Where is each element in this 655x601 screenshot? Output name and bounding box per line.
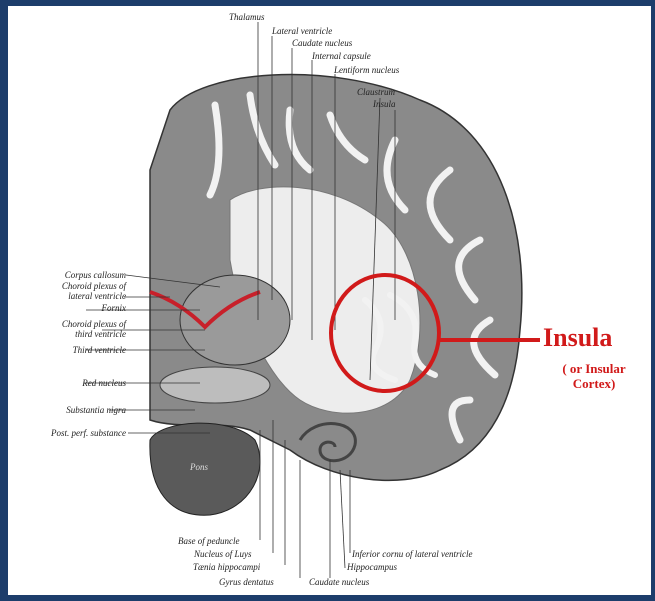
label-choroid-third-1: Choroid plexus of <box>20 319 126 329</box>
label-taenia-hippocampi: Tænia hippocampi <box>193 562 260 572</box>
insula-callout-title: Insula <box>543 324 612 352</box>
label-red-nucleus: Red nucleus <box>20 378 126 388</box>
insula-callout-subtitle-line2: Cortex) <box>548 376 640 391</box>
label-substantia-nigra: Substantia nigra <box>20 405 126 415</box>
label-caudate-nucleus-top: Caudate nucleus <box>292 38 352 48</box>
label-third-ventricle: Third ventricle <box>20 345 126 355</box>
label-pons: Pons <box>190 462 208 472</box>
label-thalamus: Thalamus <box>229 12 265 22</box>
label-post-perf-substance: Post. perf. substance <box>10 428 126 438</box>
label-lateral-ventricle: Lateral ventricle <box>272 26 332 36</box>
label-choroid-lateral-1: Choroid plexus of <box>20 281 126 291</box>
label-base-of-peduncle: Base of peduncle <box>178 536 239 546</box>
label-gyrus-dentatus: Gyrus dentatus <box>219 577 274 587</box>
label-insula-small: Insula <box>373 99 396 109</box>
label-inferior-cornu: Inferior cornu of lateral ventricle <box>352 549 472 559</box>
label-choroid-lateral-2: lateral ventricle <box>20 291 126 301</box>
label-caudate-nucleus-bottom: Caudate nucleus <box>309 577 369 587</box>
label-lentiform-nucleus: Lentiform nucleus <box>334 65 399 75</box>
label-nucleus-of-luys: Nucleus of Luys <box>194 549 252 559</box>
label-hippocampus: Hippocampus <box>347 562 397 572</box>
label-choroid-third-2: third ventricle <box>20 329 126 339</box>
label-fornix: Fornix <box>20 303 126 313</box>
label-corpus-callosum: Corpus callosum <box>20 270 126 280</box>
insula-callout-subtitle-line1: ( or Insular <box>548 361 640 376</box>
red-nucleus-region <box>160 367 270 403</box>
label-claustrum: Claustrum <box>357 87 395 97</box>
label-internal-capsule: Internal capsule <box>312 51 371 61</box>
insula-callout-subtitle: ( or Insular Cortex) <box>548 361 640 391</box>
